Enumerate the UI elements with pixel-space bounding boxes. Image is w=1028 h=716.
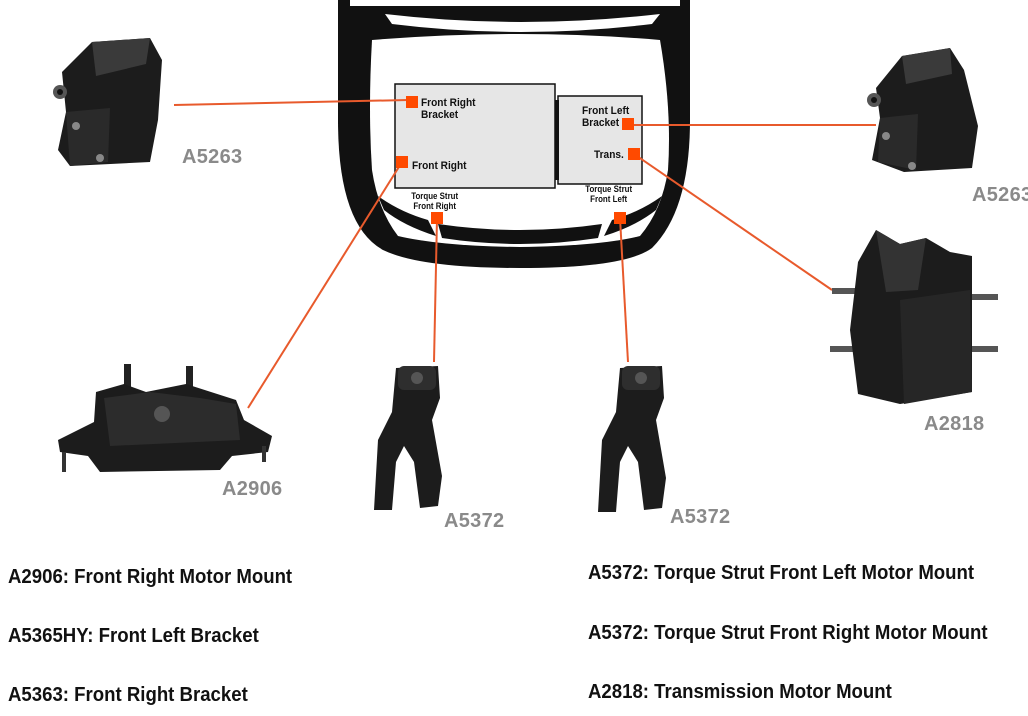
label-torque-strut-front-left: Torque Strut Front Left [585,184,633,204]
part-code-top-right: A5263 [972,184,1028,206]
engine-block [394,83,556,189]
legend-right-item: A5372: Torque Strut Front Left Motor Mou… [588,562,975,584]
bracket-a5263-left-image [53,38,162,166]
marker-torque-right [431,212,443,224]
legend-left-item: A5363: Front Right Bracket [8,684,248,706]
legend-right-item: A5372: Torque Strut Front Right Motor Mo… [588,622,988,644]
label-front-right: Front Right [412,160,467,172]
strut-a5372-left-image [374,366,442,510]
label-trans: Trans. [594,149,624,161]
line-trans [633,153,833,291]
line-torque-right [433,217,438,363]
bracket-a5263-right-image [867,48,978,172]
label-front-left-bracket: Front Left Bracket [582,105,630,129]
mount-markers [396,96,640,224]
mount-a2906-image [58,364,272,472]
marker-torque-left [614,212,626,224]
line-front-right-bracket [173,99,409,106]
marker-front-left-bracket [622,118,634,130]
mount-a2818-image [830,230,998,404]
label-torque-strut-front-right: Torque Strut Front Right [411,191,459,211]
transmission-block [557,95,643,185]
line-front-right [247,161,403,409]
marker-front-right [396,156,408,168]
part-code-strut-right: A5372 [670,506,731,528]
line-torque-left [619,217,629,363]
marker-front-right-bracket [406,96,418,108]
part-code-strut-left: A5372 [444,510,505,532]
part-code-top-left: A5263 [182,146,243,168]
bumper-ribs [378,196,662,244]
part-code-right-mid: A2818 [924,413,985,435]
marker-trans [628,148,640,160]
label-front-right-bracket: Front Right Bracket [421,97,476,121]
leader-lines [173,99,876,409]
strut-a5372-right-image [598,366,666,512]
legend-right-item: A2818: Transmission Motor Mount [588,681,892,703]
legend-left-item: A5365HY: Front Left Bracket [8,625,259,647]
legend-left-item: A2906: Front Right Motor Mount [8,566,293,588]
part-code-bottom-left: A2906 [222,478,283,500]
